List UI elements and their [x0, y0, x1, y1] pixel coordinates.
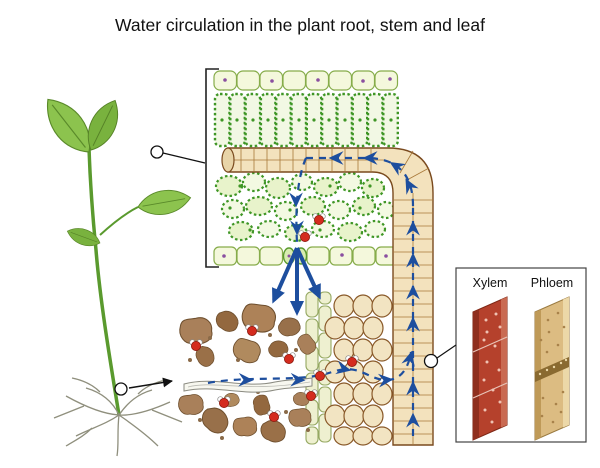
phloem-vessel [534, 296, 570, 441]
stem-pointer-line [436, 344, 457, 359]
phloem-label: Phloem [531, 276, 573, 290]
plant-roots [53, 377, 183, 457]
pointers [114, 145, 457, 396]
phloem-dots [539, 311, 566, 424]
root-cross-section [305, 291, 393, 446]
sieve-plate-pores [538, 358, 568, 376]
plant-leaf [79, 94, 127, 156]
leaf-pointer-line [162, 152, 206, 164]
plant-stem [87, 147, 121, 416]
soil-specks [188, 333, 310, 440]
xylem-label: Xylem [473, 276, 508, 290]
plant-leaf [135, 185, 194, 220]
xylem-phloem-panel: Xylem Phloem [455, 267, 587, 443]
leaf-zoom-marker [150, 145, 164, 159]
soil-particles [178, 299, 319, 447]
spongy-chloroplasts [228, 184, 372, 232]
tube-end-cap [221, 147, 235, 173]
transpiration-arrows [272, 247, 321, 316]
flow-dashed-paths [207, 156, 415, 436]
root-zoom-marker [114, 382, 128, 396]
plant-illustration [35, 89, 194, 457]
water-flow-arrows [207, 151, 420, 436]
spongy-mesophyll-cells [214, 171, 396, 243]
leaf-section-bracket [205, 68, 219, 268]
epidermis-nuclei [223, 77, 392, 83]
root-cortex-cells [324, 294, 393, 446]
page-title: Water circulation in the plant root, ste… [115, 15, 485, 35]
plant-leaf [35, 89, 102, 162]
palisade-chloroplasts [220, 118, 393, 122]
leaf-cross-section [205, 68, 399, 268]
xylem-vessel [472, 296, 508, 441]
plant-leaf [64, 223, 103, 251]
xylem-pits [482, 312, 502, 424]
upper-epidermis-cells [213, 70, 399, 91]
stem-zoom-marker [423, 353, 439, 369]
root-pointer-arrow [128, 377, 173, 389]
